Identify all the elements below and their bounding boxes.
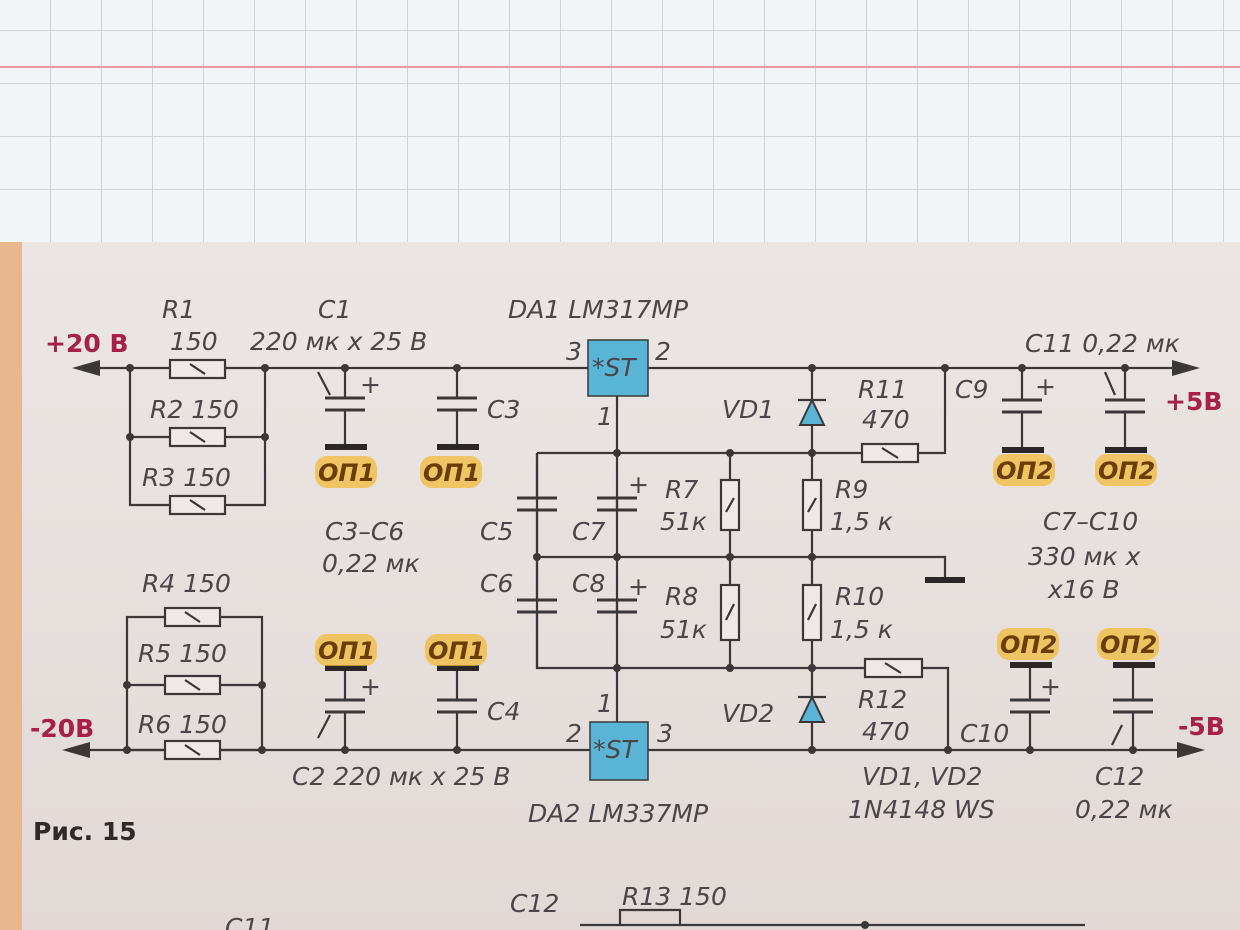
label-r7-value: 51к [660,507,707,536]
da1-pin2: 2 [655,337,671,366]
page-edge-strip [0,242,22,930]
label-r12-value: 470 [862,717,910,746]
da2-mark: *ST [593,735,638,764]
da2-chip [589,721,649,781]
label-plus5: +5В [1165,387,1222,416]
svg-text:+: + [360,672,381,701]
label-vd1: VD1 [722,395,774,424]
label-c9: C9 [955,375,988,404]
arrow-minus5-icon [1177,742,1205,758]
label-r11: R11 [858,375,907,404]
label-c6: C6 [480,569,513,598]
label-c3-c6-value: 0,22 мк [322,549,420,578]
da2-pin1: 1 [597,689,613,718]
svg-text:+: + [360,370,381,399]
svg-text:+: + [628,572,649,601]
label-r10-value: 1,5 к [830,615,893,644]
ground-bars [325,444,1155,671]
da1-chip [587,339,649,397]
ground-label-op2: ОП2 [1098,457,1155,485]
label-c5: C5 [480,517,513,546]
label-vd2: VD2 [722,699,774,728]
ground-label-op1: ОП1 [428,637,485,665]
label-r6: R6 150 [138,710,227,739]
figure-caption: Рис. 15 [33,817,137,846]
vd2-diode-icon [798,694,826,723]
arrow-plus5-icon [1172,360,1200,376]
label-r9-value: 1,5 к [830,507,893,536]
label-r7: R7 [665,475,698,504]
resistors [163,358,924,761]
label-c7-c10-voltage: x16 В [1047,575,1120,604]
label-c7-c10-value: 330 мк x [1028,542,1141,571]
label-c8: C8 [572,569,605,598]
label-c11-lower: C11 [225,913,274,930]
label-c4: C4 [487,697,520,726]
da2-pin3: 3 [657,719,673,748]
da1-pin1: 1 [597,402,613,431]
ground-label-op2: ОП2 [1000,631,1057,659]
arrow-plus20-icon [72,360,100,376]
notebook-paper [0,0,1240,242]
label-r4: R4 150 [142,569,231,598]
label-r13: R13 150 [622,882,727,911]
svg-text:+: + [628,470,649,499]
da1-mark: *ST [592,353,637,382]
label-c10: C10 [960,719,1009,748]
ground-label-op2: ОП2 [996,457,1053,485]
label-c7-c10: C7–C10 [1043,507,1138,536]
label-minus5: -5В [1178,712,1225,741]
ground-label-op1: ОП1 [318,637,375,665]
margin-line [0,66,1240,68]
capacitors [325,396,1153,714]
svg-text:+: + [1040,672,1061,701]
label-c2: C2 220 мк x 25 В [292,762,511,791]
junctions [123,364,1137,929]
label-r12: R12 [858,685,907,714]
label-da2: DA2 LM337MP [528,799,709,828]
label-c1-value: 220 мк x 25 В [250,327,427,356]
label-r8: R8 [665,582,698,611]
label-c3: C3 [487,395,520,424]
label-minus20: -20В [30,714,94,743]
label-vd-type: 1N4148 WS [848,795,995,824]
label-r11-value: 470 [862,405,910,434]
vd1-diode-icon [798,397,826,426]
label-c11: C11 0,22 мк [1025,329,1180,358]
label-r3: R3 150 [142,463,231,492]
label-r1: R1 [162,295,195,324]
label-r10: R10 [835,582,884,611]
svg-text:+: + [1035,372,1056,401]
label-c3-c6: C3–C6 [325,517,404,546]
label-c12-value: 0,22 мк [1075,795,1173,824]
da2-pin2: 2 [566,719,582,748]
label-r5: R5 150 [138,639,227,668]
label-c1: C1 [318,295,351,324]
label-da1: DA1 LM317MP [508,295,689,324]
ground-label-op1: ОП1 [318,459,375,487]
label-r2: R2 150 [150,395,239,424]
label-r8-value: 51к [660,615,707,644]
arrow-minus20-icon [62,742,90,758]
label-vd-type-title: VD1, VD2 [862,762,982,791]
highlighter-marks [315,454,1159,666]
da1-pin3: 3 [566,337,582,366]
label-c12-lower: C12 [510,889,559,918]
label-r9: R9 [835,475,868,504]
ground-label-op1: ОП1 [423,459,480,487]
ground-label-op2: ОП2 [1100,631,1157,659]
label-plus20: +20 В [45,329,129,358]
label-r1-value: 150 [170,327,218,356]
label-c7: C7 [572,517,605,546]
label-c12: C12 [1095,762,1144,791]
